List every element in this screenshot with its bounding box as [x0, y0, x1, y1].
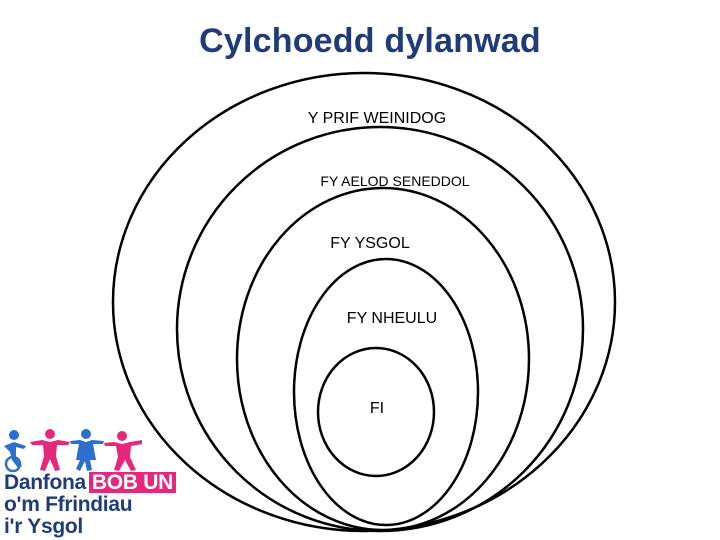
dancing-figures-icon [4, 429, 142, 473]
circle-label-prime-minister: Y PRIF WEINIDOG [308, 110, 446, 127]
circle-prime-minister: Y PRIF WEINIDOG [111, 71, 617, 533]
circle-label-me: FI [370, 400, 384, 417]
slide-title: Cylchoedd dylanwad [199, 22, 541, 60]
logo-word-send: Danfona [4, 471, 86, 494]
circle-label-member-of-parliament: FY AELOD SENEDDOL [320, 173, 469, 189]
logo-highlight: BOB UN [88, 472, 176, 493]
circle-me: FI [316, 346, 436, 478]
circle-my-school: FY YSGOL [235, 186, 531, 532]
circle-label-my-school: FY YSGOL [330, 235, 410, 252]
circle-label-my-family: FY NHEULU [347, 310, 437, 327]
logo-line-3: i'r Ysgol [4, 515, 83, 538]
circle-my-family: FY NHEULU [292, 257, 480, 527]
logo-line-2: o'm Ffrindiau [4, 493, 133, 516]
